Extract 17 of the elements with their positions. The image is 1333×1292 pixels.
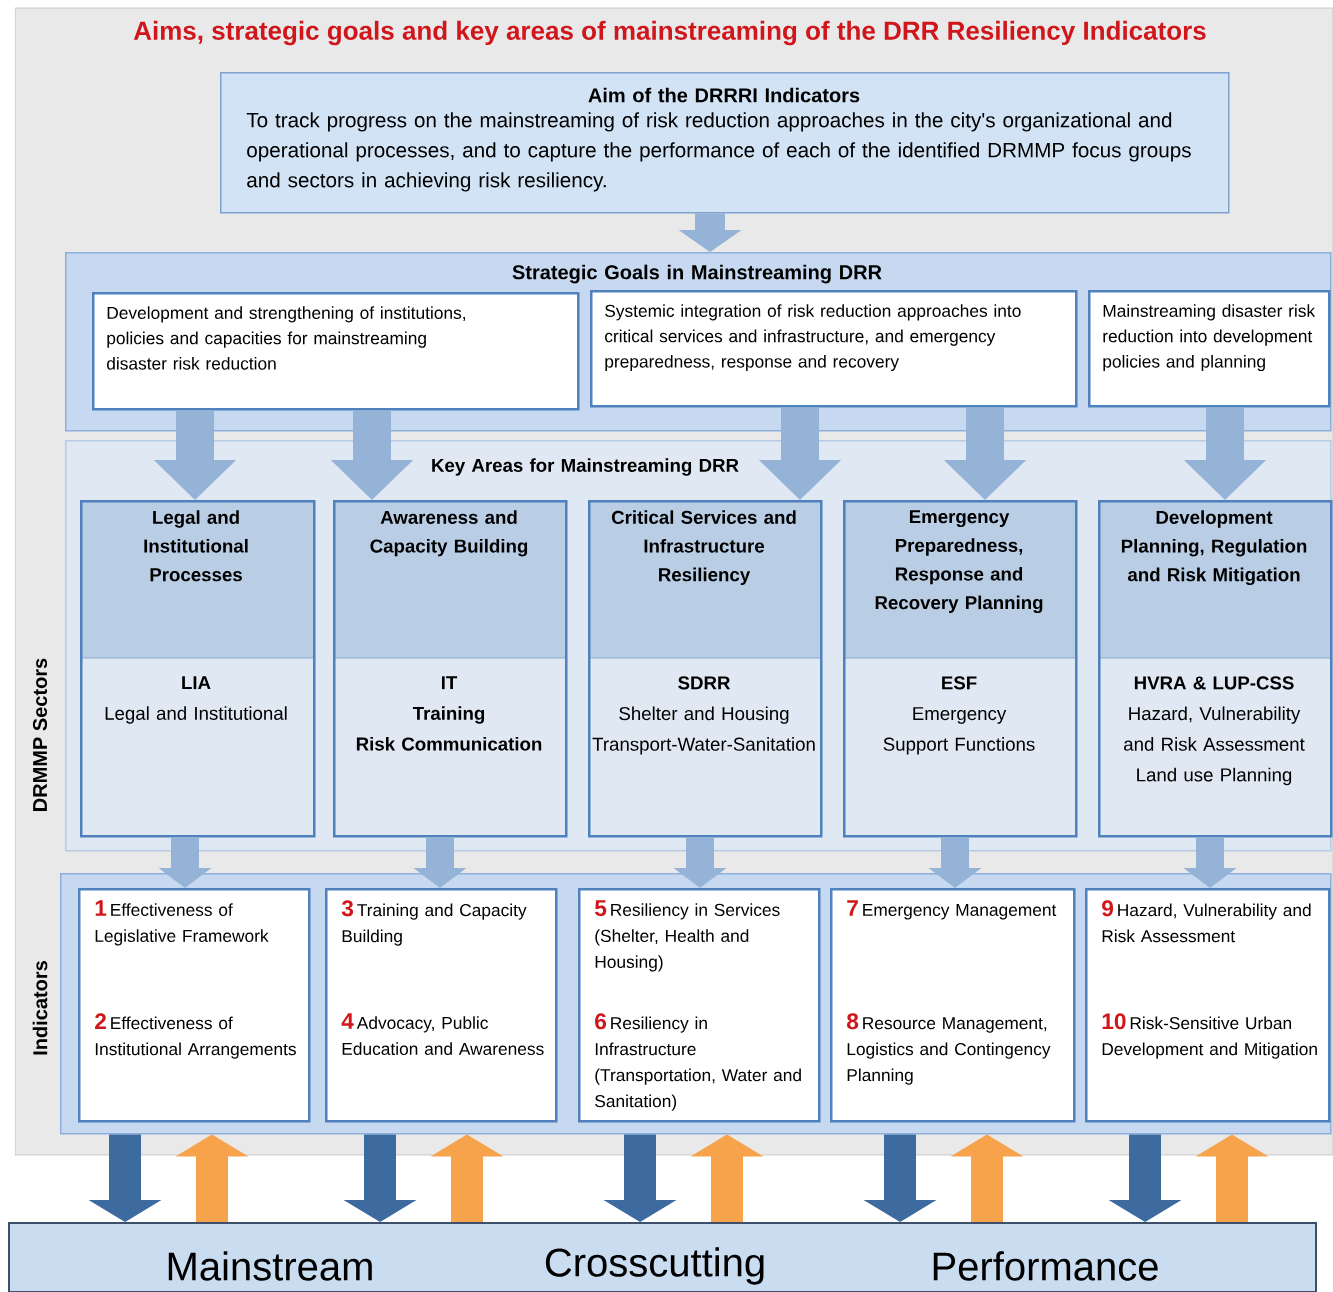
- goal-box: Mainstreaming disaster risk reduction into development policies and planning: [1088, 290, 1331, 408]
- sector-column: Emergency Preparedness, Response and Recovery Planning ESF Emergency Support Functions: [842, 500, 1078, 838]
- title: Aims, strategic goals and key areas of mainstreaming of the DRR Resiliency Indicators: [133, 20, 1206, 46]
- indicator-box: 7 Emergency Management 8 Resource Management, Logistics and Contingency Planning: [830, 888, 1076, 1123]
- indicator-box: 9 Hazard, Vulnerability and Risk Assessment 10 Risk-Sensitive Urban Development and Mitigation: [1085, 888, 1331, 1123]
- goal-box: Systemic integration of risk reduction approaches into critical services and infrastructure, and emergency preparedness, response and recovery: [590, 290, 1078, 408]
- side-label: DRMMP Sectors: [32, 658, 48, 811]
- aim-box: Aim of the DRRRI Indicators To track progress on the mainstreaming of risk reduction approaches in the city's organizational and operational processes, and to capture the performance of each of the identified DRMMP focus groups and sectors in achieving risk resiliency.: [220, 72, 1230, 214]
- sector-column: Critical Services and Infrastructure Resiliency SDRR Shelter and Housing Transport-Water-Sanitation: [587, 500, 823, 838]
- sector-column: Development Planning, Regulation and Risk Mitigation HVRA & LUP-CSS Hazard, Vulnerability and Risk Assessment Land use Planning: [1097, 500, 1333, 838]
- base-box: Mainstream Crosscutting Performance: [8, 1222, 1317, 1292]
- sector-column: Legal and Institutional Processes LIA Legal and Institutional: [79, 500, 316, 838]
- sector-column: Awareness and Capacity Building IT Training Risk Communication: [332, 500, 568, 838]
- indicator-box: 1 Effectiveness of Legislative Framework 2 Effectiveness of Institutional Arrangements: [78, 888, 311, 1123]
- goal-box: Development and strengthening of institutions, policies and capacities for mainstreaming disaster risk reduction: [92, 292, 580, 411]
- indicator-box: 5 Resiliency in Services (Shelter, Health and Housing) 6 Resiliency in Infrastructure (Transportation, Water and Sanitation): [578, 888, 821, 1123]
- side-label: Indicators: [32, 961, 48, 1055]
